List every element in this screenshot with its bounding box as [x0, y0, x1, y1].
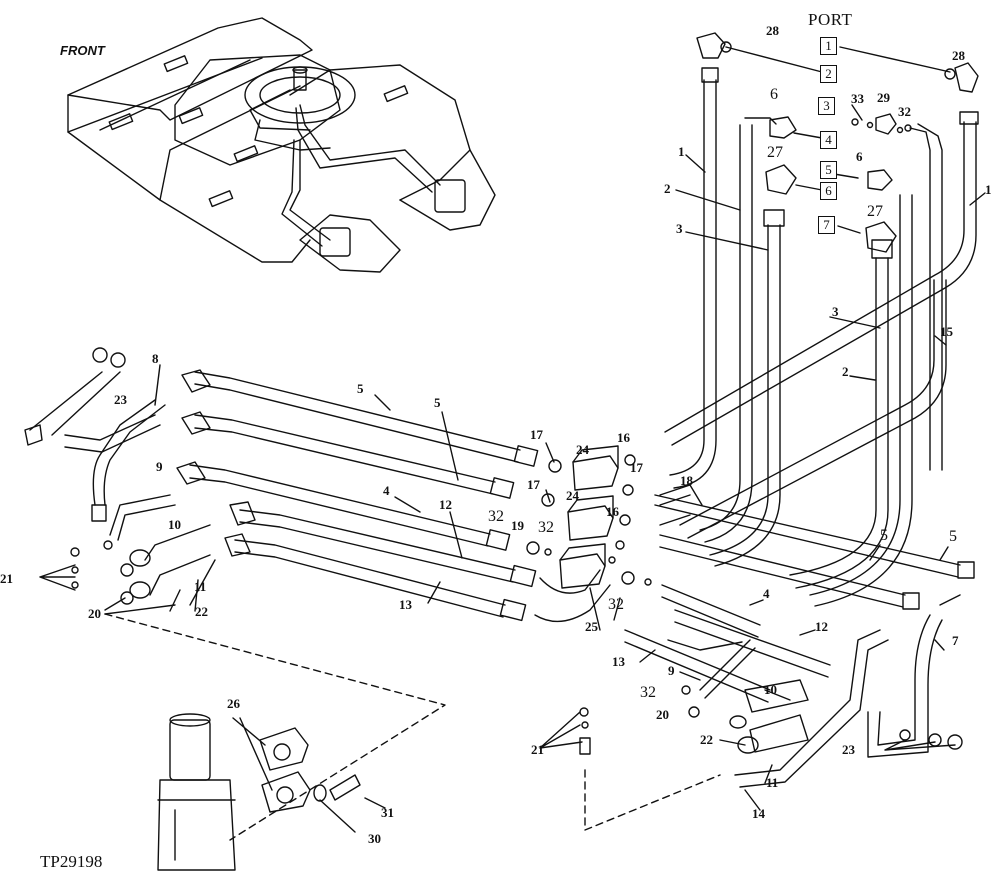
port-leaders [725, 46, 951, 234]
callout-18: 18 [680, 473, 693, 488]
callout-1-right: 1 [985, 182, 992, 197]
callout-20-right: 20 [656, 707, 669, 722]
callout-11-left: 11 [194, 579, 207, 594]
valve-blocks [526, 445, 691, 589]
port-title: PORT [808, 10, 853, 29]
right-hoses [624, 494, 975, 788]
callout-5-second: 5 [434, 395, 441, 410]
callout-4-left: 4 [383, 483, 390, 498]
callout-13-left: 13 [399, 597, 412, 612]
callout-19: 19 [511, 518, 524, 533]
callout-6-lower: 6 [856, 149, 863, 164]
callout-32-a: 32 [488, 508, 504, 525]
callout-9-right: 9 [668, 663, 675, 678]
callout-28-left: 28 [766, 23, 779, 38]
callout-12-left: 12 [439, 497, 452, 512]
callout-4-right: 4 [763, 586, 770, 601]
callout-11-right: 11 [766, 775, 779, 790]
port-box-1: 1 [820, 37, 837, 55]
callout-22-right: 22 [700, 732, 713, 747]
port-box-3: 3 [818, 97, 835, 115]
callout-13-right: 13 [612, 654, 625, 669]
port-box-7: 7 [818, 216, 835, 234]
callout-12-right: 12 [815, 619, 828, 634]
callout-17-right: 17 [630, 460, 643, 475]
callout-17-top: 17 [530, 427, 543, 442]
callout-24-mid: 24 [566, 488, 579, 503]
callout-31: 31 [381, 805, 394, 820]
callout-10-left: 10 [168, 517, 181, 532]
callout-2-lower: 2 [842, 364, 849, 379]
callout-14: 14 [752, 806, 765, 821]
callout-28-right: 28 [952, 48, 965, 63]
callout-5-right: 5 [880, 527, 888, 544]
callout-27-top: 27 [767, 144, 783, 161]
callout-32-d: 32 [640, 684, 656, 701]
callout-16-mid: 16 [606, 504, 619, 519]
port-fittings [696, 32, 979, 253]
callout-5-top: 5 [357, 381, 364, 396]
callout-23-right: 23 [842, 742, 855, 757]
callout-6-top: 6 [770, 86, 778, 103]
callout-24-top: 24 [576, 442, 589, 457]
front-label: FRONT [60, 43, 105, 58]
figure-id: TP29198 [40, 852, 103, 871]
callout-2-upper: 2 [664, 181, 671, 196]
left-hoses [24, 347, 216, 615]
callout-3-left: 3 [676, 221, 683, 236]
callout-26: 26 [227, 696, 240, 711]
callout-25: 25 [585, 619, 598, 634]
callout-5-far-right: 5 [949, 528, 957, 545]
callout-21-right: 21 [531, 742, 544, 757]
callout-leaders [169, 154, 986, 811]
callout-15: 15 [940, 324, 953, 339]
callout-7-right: 7 [952, 633, 959, 648]
port-box-6: 6 [820, 182, 837, 200]
callout-16-top: 16 [617, 430, 630, 445]
callout-29: 29 [877, 90, 890, 105]
callout-3-right: 3 [832, 304, 839, 319]
callout-32-b: 32 [538, 519, 554, 536]
callout-20-left: 20 [88, 606, 101, 621]
port-box-5: 5 [820, 161, 837, 179]
callout-33: 33 [851, 91, 864, 106]
callout-30: 30 [368, 831, 381, 846]
callout-23-left: 23 [114, 392, 127, 407]
callout-10-right: 10 [764, 682, 777, 697]
swivel-assembly [157, 713, 386, 871]
port-box-2: 2 [820, 65, 837, 83]
horizontal-hoses [176, 369, 611, 623]
small-fittings [579, 118, 912, 755]
callout-17-mid: 17 [527, 477, 540, 492]
callout-1-left: 1 [678, 144, 685, 159]
port-box-4: 4 [820, 131, 837, 149]
callout-9-left: 9 [156, 459, 163, 474]
undercarriage-view [67, 17, 496, 273]
callout-32-port: 32 [898, 104, 911, 119]
callout-32-c: 32 [608, 596, 624, 613]
callout-27-lower: 27 [867, 203, 883, 220]
reference-lines [104, 613, 721, 841]
callout-21-left: 21 [0, 571, 13, 586]
callout-8: 8 [152, 351, 159, 366]
callout-22-left: 22 [195, 604, 208, 619]
